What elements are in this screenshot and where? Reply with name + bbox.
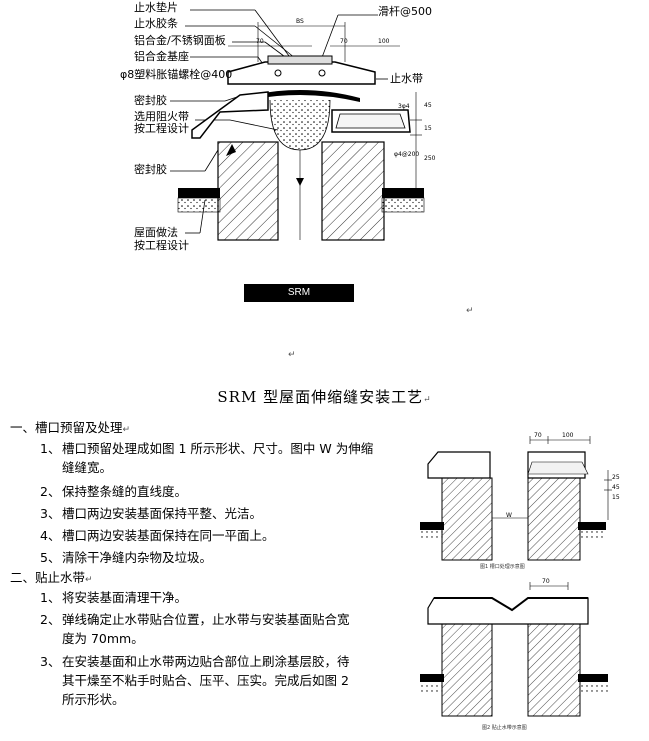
label-per-design-1: 按工程设计 [134,122,189,135]
fig1-dim-70: 70 [534,432,542,439]
dim-250: 250 [424,155,436,162]
list-item: 2、 弹线确定止水带贴合位置，止水带与安装基面贴合宽 度为 70mm。 [40,612,350,646]
label-sealant-top: 密封胶 [134,94,167,107]
dim-45: 45 [424,102,432,109]
joint-section-drawing [170,9,425,241]
figure-2-caption: 图2 贴止水带示意图 [482,725,527,731]
waterband-diagram [420,582,608,717]
dim-15: 15 [424,125,432,132]
list-item: 4、 槽口两边安装基面保持在同一平面上。 [40,528,275,543]
label-slide-rod: 滑杆@500 [378,5,432,18]
label-alloy-panel: 铝合金/不锈钢面板 [134,34,226,47]
paragraph-mark: ↵ [466,306,474,316]
list-item: 3、 槽口两边安装基面保持平整、光洁。 [40,506,263,521]
label-sealant-bottom: 密封胶 [134,163,167,176]
paragraph-mark: ↵ [288,350,296,360]
dim-bs: BS [296,18,304,25]
label-waterstop-strip: 止水胶条 [134,17,178,30]
label-per-design-2: 按工程设计 [134,239,189,252]
label-alloy-base: 铝合金基座 [134,50,189,63]
list-item: 1、 将安装基面清理干净。 [40,590,188,605]
fig1-dim-15: 15 [612,494,620,501]
fig1-dim-100: 100 [562,432,574,439]
groove-diagram [420,436,612,561]
section-heading: 一、槽口预留及处理↵ [10,420,131,435]
fig1-dim-45: 45 [612,484,620,491]
list-item: 1、 槽口预留处理成如图 1 所示形状、尺寸。图中 W 为伸缩 缝缝宽。 [40,441,374,475]
doc-title: SRM 型屋面伸缩缝安装工艺↵ [217,388,432,406]
fig2-dim-70: 70 [542,578,550,585]
figure-2: 70 图2 贴止水带示意图 [420,574,649,734]
label-waterstop-pad: 止水垫片 [134,1,178,14]
dim-3phi4: 3φ4 [398,103,410,110]
label-water-band: 止水带 [390,72,423,85]
top-drawing: 止水垫片 止水胶条 铝合金/不锈钢面板 铝合金基座 φ8塑料胀锚螺栓@400 密… [0,0,649,280]
dim-70-left: 70 [256,38,264,45]
figure-1: 70 100 W 25 45 15 图1 槽口处理示意图 [420,430,649,570]
label-fire-strip: 选用阻火带 [134,110,189,123]
list-item: 3、 在安装基面和止水带两边贴合部位上刷涂基层胶，待 其干燥至不粘手时贴合、压平… [40,654,350,707]
label-roof-practice: 屋面做法 [134,226,178,239]
label-anchor-bolt: φ8塑料胀锚螺栓@400 [120,68,233,81]
dim-100: 100 [378,38,390,45]
dim-70-right: 70 [340,38,348,45]
srm-badge: SRM [244,284,354,302]
list-item: 2、 保持整条缝的直线度。 [40,484,188,499]
fig1-dim-w: W [506,512,512,519]
figure-1-caption: 图1 槽口处理示意图 [480,564,525,570]
section-heading: 二、贴止水带↵ [10,570,93,585]
dim-phi4-200: φ4@200 [394,151,420,158]
list-item: 5、 清除干净缝内杂物及垃圾。 [40,550,213,565]
fig1-dim-25: 25 [612,474,620,481]
